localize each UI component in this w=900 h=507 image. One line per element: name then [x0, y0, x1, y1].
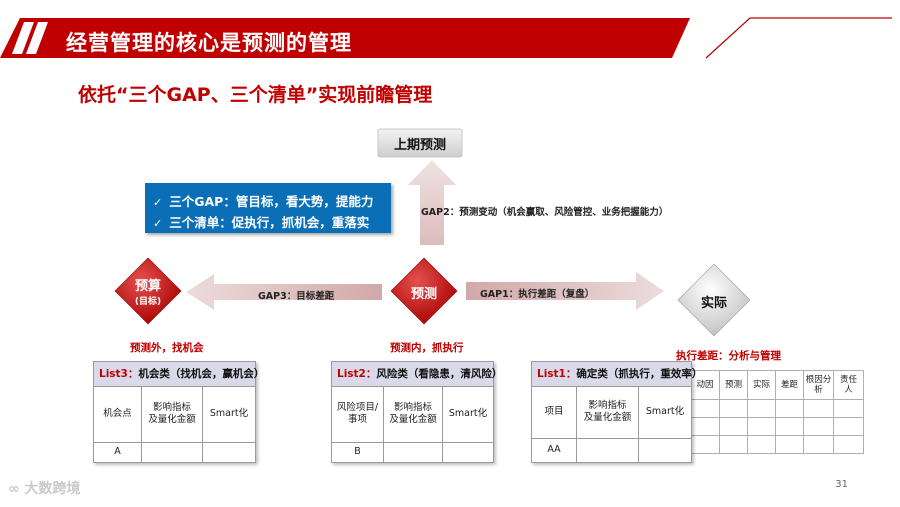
- list2-header: List2：风险类（看隐患，清风险）: [332, 362, 502, 387]
- list2-tag: List2：: [337, 368, 377, 380]
- analysis-col-6: 责任 人: [839, 374, 857, 395]
- gap-analysis-table: 动因 预测 实际 差距 根因分 析 责任 人: [690, 370, 864, 454]
- list1-col-2: 影响指标 及量化金额: [583, 399, 632, 423]
- forecast-diamond: [390, 257, 458, 325]
- gap3-arrow: [186, 274, 382, 310]
- list1-title: 确定类（抓执行，重效率）: [576, 368, 703, 380]
- banner-stripe-2: [26, 22, 48, 54]
- page-subtitle: 依托“三个GAP、三个清单”实现前瞻管理: [78, 84, 433, 106]
- watermark-logo: ∞ 大数跨境: [8, 478, 81, 498]
- watermark-icon: ∞: [8, 481, 20, 497]
- prior-forecast-box: [377, 128, 463, 158]
- budget-diamond: [114, 257, 182, 325]
- analysis-col-4: 差距: [780, 379, 798, 390]
- list3-header: List3：机会类（找机会，赢机会）: [94, 362, 264, 387]
- list1-table: List1：确定类（抓执行，重效率） 项目 影响指标 及量化金额 Smart化 …: [531, 361, 702, 463]
- banner-stripe-1: [12, 22, 34, 54]
- list3-tag: List3：: [99, 368, 139, 380]
- budget-caption: 预测外，找机会: [130, 342, 204, 354]
- page-title: 经营管理的核心是预测的管理: [66, 31, 352, 55]
- list2-title: 风险类（看隐患，清风险）: [376, 368, 503, 380]
- list3-row-1-cell-1: A: [114, 446, 121, 458]
- budget-label: 预算: [134, 279, 161, 294]
- gap2-label: GAP2：预测变动（机会赢取、风险管控、业务把握能力）: [421, 207, 669, 218]
- list3-title: 机会类（找机会，赢机会）: [138, 368, 265, 380]
- actual-diamond: [677, 263, 751, 337]
- list1-col-1: 项目: [544, 405, 564, 417]
- list2-table: List2：风险类（看隐患，清风险） 风险项目/ 事项 影响指标 及量化金额 S…: [331, 361, 502, 463]
- actual-label: 实际: [700, 296, 727, 311]
- list2-col-3: Smart化: [448, 407, 488, 419]
- list3-col-3: Smart化: [209, 407, 249, 419]
- gap2-arrow: [408, 160, 456, 245]
- list1-tag: List1：: [537, 368, 577, 380]
- analysis-col-1: 动因: [696, 379, 714, 390]
- gap3-label: GAP3：目标差距: [258, 291, 335, 302]
- list3-col-2: 影响指标 及量化金额: [148, 401, 196, 425]
- analysis-col-3: 实际: [752, 379, 770, 390]
- gap1-label: GAP1：执行差距（复盘）: [480, 289, 595, 300]
- analysis-col-5: 根因分 析: [805, 374, 832, 395]
- banner-accent-line: [705, 17, 892, 59]
- list3-col-1: 机会点: [103, 407, 132, 419]
- prior-forecast-label: 上期预测: [393, 138, 446, 153]
- banner-bar: [0, 18, 690, 58]
- gap1-arrow: [466, 272, 664, 310]
- forecast-caption: 预测内，抓执行: [390, 342, 464, 354]
- header-banner: [0, 17, 892, 59]
- list1-row-1-cell-1: AA: [547, 444, 561, 456]
- list2-col-2: 影响指标 及量化金额: [389, 401, 437, 425]
- callout-line-1-text: 三个GAP：管目标，看大势，提能力: [169, 194, 374, 209]
- list2-col-1: 风险项目/ 事项: [336, 401, 379, 425]
- list3-table: List3：机会类（找机会，赢机会） 机会点 影响指标 及量化金额 Smart化…: [93, 361, 264, 463]
- page-number: 31: [835, 479, 848, 490]
- gap-list-callout: ✓ 三个GAP：管目标，看大势，提能力 ✓ 三个清单：促执行，抓机会，重落实: [145, 183, 391, 233]
- analysis-col-2: 预测: [724, 379, 742, 390]
- actual-caption: 执行差距：分析与管理: [676, 350, 781, 362]
- check-icon: ✓: [153, 196, 163, 209]
- check-icon: ✓: [153, 217, 163, 230]
- callout-line-1: ✓ 三个GAP：管目标，看大势，提能力: [153, 191, 373, 210]
- list1-col-3: Smart化: [645, 405, 685, 417]
- watermark-text: 大数跨境: [24, 481, 81, 497]
- list2-row-1-cell-1: B: [354, 446, 361, 458]
- forecast-label: 预测: [410, 287, 437, 302]
- list1-header: List1：确定类（抓执行，重效率）: [532, 362, 702, 387]
- callout-line-2-text: 三个清单：促执行，抓机会，重落实: [169, 215, 370, 230]
- budget-sublabel: (目标): [134, 297, 162, 307]
- callout-line-2: ✓ 三个清单：促执行，抓机会，重落实: [153, 212, 369, 231]
